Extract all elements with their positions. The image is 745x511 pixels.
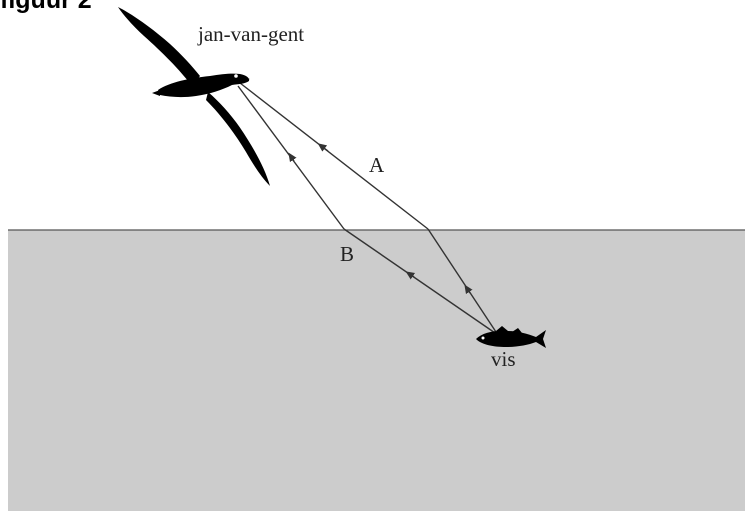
figure-title: figuur 2 <box>0 0 92 14</box>
ray-a-underwater <box>427 228 499 336</box>
path-a-label: A <box>369 153 385 177</box>
ray-b-underwater <box>343 228 499 336</box>
ray-a-air <box>239 82 429 230</box>
gannet-silhouette-icon <box>118 7 270 186</box>
bird-label: jan-van-gent <box>197 22 304 46</box>
path-b-label: B <box>340 242 354 266</box>
water-region <box>8 230 745 511</box>
gannet-eye <box>234 74 238 78</box>
ray-a-air-arrow <box>317 143 329 152</box>
fish-silhouette-icon <box>476 326 546 348</box>
ray-arrows <box>288 143 473 295</box>
ray-b-air-arrow <box>288 152 297 163</box>
ray-b-underwater-arrow <box>405 271 416 280</box>
ray-a-underwater-arrow <box>464 284 473 295</box>
fish-label: vis <box>491 347 516 371</box>
fish-eye <box>481 336 485 340</box>
